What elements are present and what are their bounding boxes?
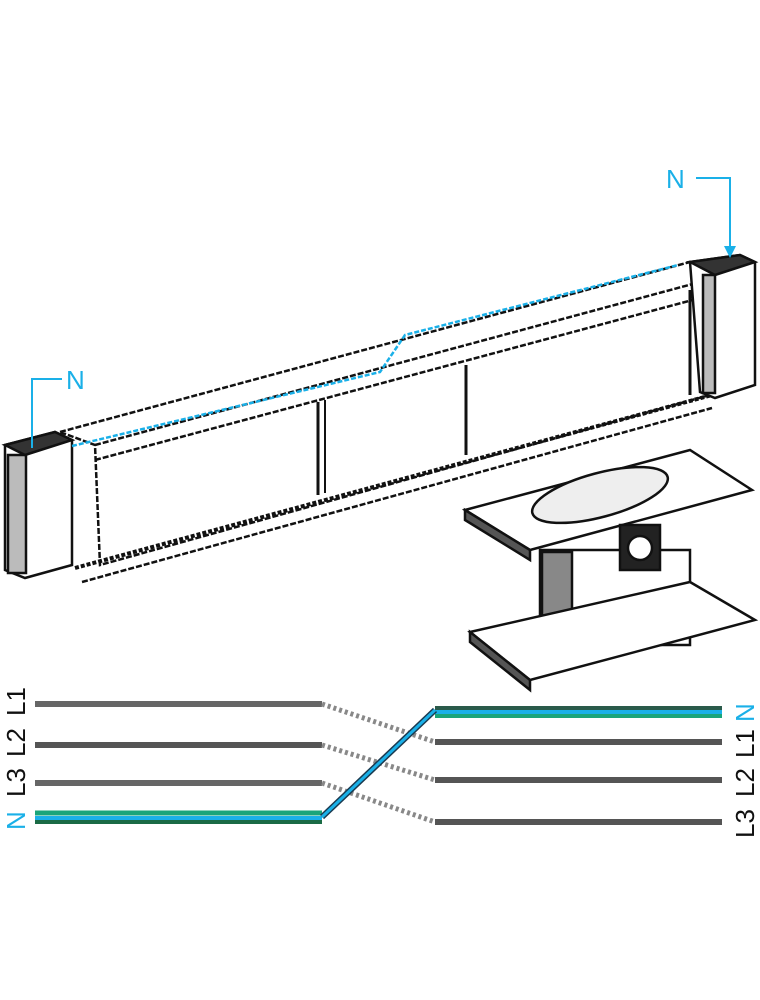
left-label-l2: L2 [1, 728, 31, 757]
left-label-l3: L3 [1, 768, 31, 797]
right-label-l3: L3 [730, 809, 760, 838]
phase-transposition-schematic: L1 L2 L3 N N L1 L2 L3 [1, 687, 760, 838]
neutral-callout-left: N [31, 365, 85, 448]
right-label-l1: L1 [730, 729, 760, 758]
left-label-l1: L1 [1, 687, 31, 716]
neutral-conductor-path [71, 263, 679, 448]
left-end-block [1, 430, 76, 580]
left-label-n: N [1, 811, 31, 830]
right-label-l2: L2 [730, 768, 760, 797]
callout-label-left: N [66, 365, 85, 395]
right-end-block [685, 253, 759, 400]
neutral-callout-right: N [666, 164, 736, 258]
right-label-n: N [730, 703, 760, 722]
callout-label-right: N [666, 164, 685, 194]
busbar-trunking [55, 260, 714, 584]
tap-off-unit [461, 448, 759, 693]
